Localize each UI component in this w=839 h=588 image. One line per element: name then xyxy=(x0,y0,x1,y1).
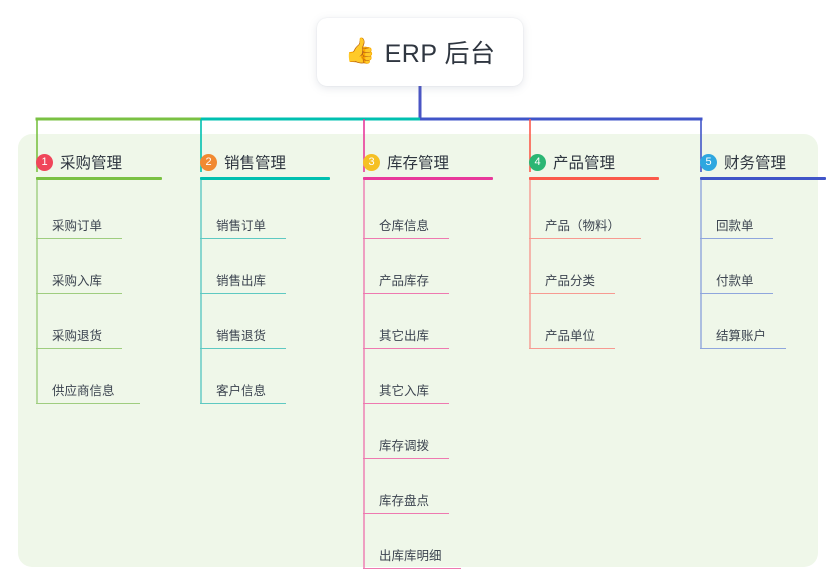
module-header-label: 采购管理 xyxy=(60,155,123,172)
root-node-title: ERP 后台 xyxy=(384,40,496,68)
submodule-underline xyxy=(36,292,122,294)
submodule-item[interactable]: 采购入库 xyxy=(18,247,122,302)
submodule-label: 采购入库 xyxy=(52,274,103,288)
module-header-label: 销售管理 xyxy=(224,155,287,172)
module-header-underline xyxy=(200,177,330,180)
submodule-item[interactable]: 销售出库 xyxy=(182,247,286,302)
submodule-item[interactable]: 采购退货 xyxy=(18,302,122,357)
submodule-underline xyxy=(363,292,449,294)
module-badge-5: 5 xyxy=(700,153,717,171)
module-badge-3: 3 xyxy=(363,153,380,171)
submodule-underline xyxy=(36,237,122,239)
submodule-label: 仓库信息 xyxy=(379,219,430,233)
submodule-underline xyxy=(700,237,773,239)
module-badge-1: 1 xyxy=(36,153,53,171)
module-header-underline xyxy=(529,177,659,180)
submodule-underline xyxy=(36,402,140,404)
submodule-item[interactable]: 其它出库 xyxy=(345,302,449,357)
submodule-item[interactable]: 结算账户 xyxy=(682,302,786,357)
submodule-item[interactable]: 客户信息 xyxy=(182,357,286,412)
submodule-underline xyxy=(363,237,449,239)
submodule-underline xyxy=(363,402,449,404)
submodule-list: 采购订单采购入库采购退货供应商信息 xyxy=(18,192,140,412)
module-header-5[interactable]: 5 财务管理 xyxy=(682,146,826,180)
module-header-2[interactable]: 2 销售管理 xyxy=(182,146,330,180)
submodule-item[interactable]: 产品单位 xyxy=(511,302,615,357)
submodule-label: 库存盘点 xyxy=(379,494,430,508)
module-header-label: 财务管理 xyxy=(724,155,787,172)
module-column-4: 4 产品管理产品（物料） 产品分类产品单位 xyxy=(511,146,659,357)
module-header-label: 产品管理 xyxy=(553,155,616,172)
submodule-item[interactable]: 付款单 xyxy=(682,247,786,302)
submodule-underline xyxy=(363,457,449,459)
submodule-underline xyxy=(200,347,286,349)
submodule-list: 回款单付款单结算账户 xyxy=(682,192,786,357)
module-header-underline xyxy=(363,177,493,180)
submodule-label: 结算账户 xyxy=(716,329,767,343)
submodule-item[interactable]: 采购订单 xyxy=(18,192,122,247)
submodule-list: 仓库信息产品库存其它出库其它入库库存调拨库存盘点出库库明细 xyxy=(345,192,461,577)
submodule-label: 采购订单 xyxy=(52,219,103,233)
submodule-underline xyxy=(363,567,461,569)
module-badge-4: 4 xyxy=(529,153,546,171)
submodule-item[interactable]: 产品（物料） xyxy=(511,192,641,247)
submodule-underline xyxy=(200,402,286,404)
submodule-label: 其它入库 xyxy=(379,384,430,398)
submodule-underline xyxy=(36,347,122,349)
submodule-underline xyxy=(200,292,286,294)
submodule-item[interactable]: 其它入库 xyxy=(345,357,449,412)
submodule-item[interactable]: 库存盘点 xyxy=(345,467,449,522)
submodule-item[interactable]: 出库库明细 xyxy=(345,522,461,577)
module-column-1: 1 采购管理采购订单采购入库采购退货供应商信息 xyxy=(18,146,162,412)
submodule-item[interactable]: 销售退货 xyxy=(182,302,286,357)
submodule-item[interactable]: 供应商信息 xyxy=(18,357,140,412)
submodule-label: 供应商信息 xyxy=(52,384,115,398)
module-column-2: 2 销售管理销售订单销售出库销售退货客户信息 xyxy=(182,146,330,412)
submodule-item[interactable]: 库存调拨 xyxy=(345,412,449,467)
module-header-1[interactable]: 1 采购管理 xyxy=(18,146,162,180)
submodule-item[interactable]: 回款单 xyxy=(682,192,786,247)
submodule-label: 产品单位 xyxy=(545,329,596,343)
submodule-label: 客户信息 xyxy=(216,384,267,398)
submodule-underline xyxy=(700,292,773,294)
submodule-item[interactable]: 销售订单 xyxy=(182,192,286,247)
submodule-label: 产品库存 xyxy=(379,274,430,288)
submodule-item[interactable]: 产品分类 xyxy=(511,247,615,302)
submodule-label: 产品分类 xyxy=(545,274,596,288)
submodule-underline xyxy=(529,292,615,294)
module-header-4[interactable]: 4 产品管理 xyxy=(511,146,659,180)
submodule-label: 销售退货 xyxy=(216,329,267,343)
submodule-underline xyxy=(363,512,449,514)
module-header-label: 库存管理 xyxy=(387,155,450,172)
submodule-underline xyxy=(529,347,615,349)
module-badge-2: 2 xyxy=(200,153,217,171)
submodule-underline xyxy=(700,347,786,349)
submodule-label: 库存调拨 xyxy=(379,439,430,453)
submodule-underline xyxy=(200,237,286,239)
root-node[interactable]: 👍 ERP 后台 xyxy=(317,18,523,86)
submodule-label: 出库库明细 xyxy=(379,549,442,563)
submodule-underline xyxy=(529,237,641,239)
submodule-label: 产品（物料） xyxy=(545,219,621,233)
submodule-label: 采购退货 xyxy=(52,329,103,343)
submodule-label: 付款单 xyxy=(716,274,754,288)
module-header-3[interactable]: 3 库存管理 xyxy=(345,146,493,180)
submodule-label: 回款单 xyxy=(716,219,754,233)
submodule-label: 销售出库 xyxy=(216,274,267,288)
module-column-3: 3 库存管理仓库信息产品库存其它出库其它入库库存调拨库存盘点出库库明细 xyxy=(345,146,493,577)
submodule-item[interactable]: 产品库存 xyxy=(345,247,449,302)
submodule-label: 其它出库 xyxy=(379,329,430,343)
submodule-underline xyxy=(363,347,449,349)
thumbs-up-icon: 👍 xyxy=(344,36,376,65)
module-header-underline xyxy=(36,177,162,180)
modules-panel xyxy=(18,134,818,567)
submodule-item[interactable]: 仓库信息 xyxy=(345,192,449,247)
module-header-underline xyxy=(700,177,826,180)
submodule-label: 销售订单 xyxy=(216,219,267,233)
module-column-5: 5 财务管理回款单付款单结算账户 xyxy=(682,146,826,357)
submodule-list: 销售订单销售出库销售退货客户信息 xyxy=(182,192,286,412)
submodule-list: 产品（物料） 产品分类产品单位 xyxy=(511,192,641,357)
